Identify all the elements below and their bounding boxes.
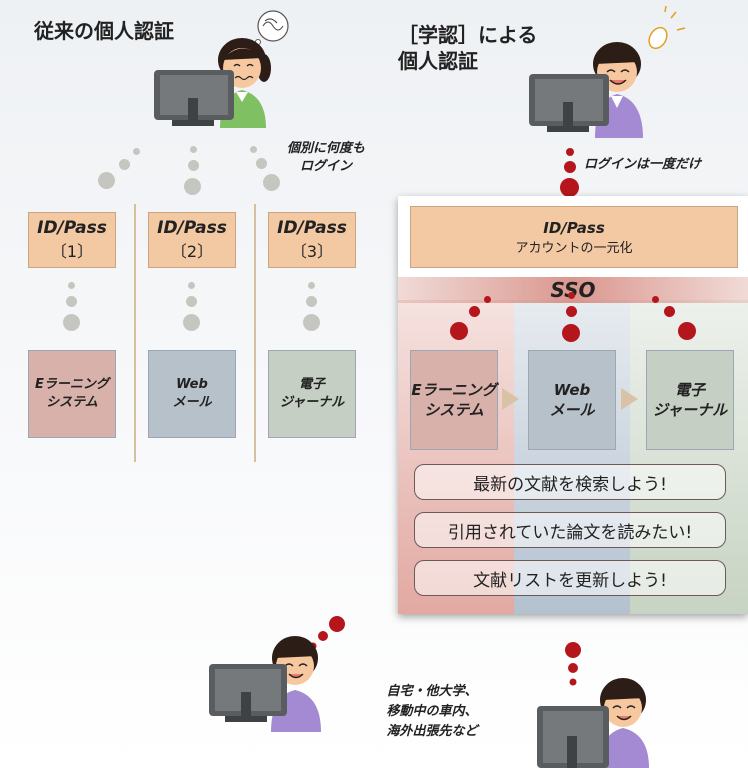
left-note: 個別に何度も ログイン xyxy=(286,141,365,174)
dot xyxy=(184,178,201,195)
dot xyxy=(190,146,197,153)
dot xyxy=(263,174,280,191)
dot xyxy=(308,282,315,289)
dot xyxy=(133,148,140,155)
right-note: ログインは一度だけ xyxy=(584,157,702,172)
mobile-user-icon-2 xyxy=(537,642,649,768)
idpass-box-1: ID/Pass 〔1〕 xyxy=(28,212,116,268)
dot xyxy=(450,322,468,340)
dot xyxy=(678,322,696,340)
unified-idpass-box: ID/Pass アカウントの一元化 xyxy=(410,206,738,268)
sso-service-elearning: Eラーニングシステム xyxy=(410,350,498,450)
idpass-box-3: ID/Pass 〔3〕 xyxy=(268,212,356,268)
arrow-right-icon xyxy=(502,388,519,410)
dot xyxy=(188,160,199,171)
dot xyxy=(68,282,75,289)
dot xyxy=(186,296,197,307)
right-title: ［学認］による 個人認証 xyxy=(398,23,538,73)
dot xyxy=(566,306,577,317)
action-search-literature: 最新の文献を検索しよう! xyxy=(414,464,726,500)
arrow-right-icon xyxy=(621,388,638,410)
mobile-user-icon xyxy=(209,616,345,732)
dot xyxy=(256,158,267,169)
dot xyxy=(98,172,115,189)
bottom-note: 自宅・他大学、 移動中の車内、 海外出張先など xyxy=(386,684,478,739)
dot xyxy=(664,306,675,317)
dot xyxy=(306,296,317,307)
dot xyxy=(469,306,480,317)
dot xyxy=(568,292,575,299)
dot xyxy=(484,296,491,303)
dot xyxy=(63,314,80,331)
dot xyxy=(564,161,576,173)
divider xyxy=(254,204,256,462)
dot xyxy=(562,324,580,342)
dot xyxy=(303,314,320,331)
service-elearning: Eラーニングシステム xyxy=(28,350,116,438)
dot xyxy=(66,296,77,307)
dot xyxy=(652,296,659,303)
happy-user-icon xyxy=(529,5,686,138)
dot xyxy=(250,146,257,153)
divider xyxy=(134,204,136,462)
left-title: 従来の個人認証 xyxy=(34,19,174,43)
worried-user-icon xyxy=(154,10,289,128)
dot xyxy=(188,282,195,289)
dot xyxy=(560,178,579,197)
dot xyxy=(119,159,130,170)
sso-service-journal: 電子ジャーナル xyxy=(646,350,734,450)
dot xyxy=(566,148,574,156)
idpass-box-2: ID/Pass 〔2〕 xyxy=(148,212,236,268)
dot xyxy=(183,314,200,331)
action-read-cited-paper: 引用されていた論文を読みたい! xyxy=(414,512,726,548)
service-journal: 電子ジャーナル xyxy=(268,350,356,438)
action-update-reference-list: 文献リストを更新しよう! xyxy=(414,560,726,596)
